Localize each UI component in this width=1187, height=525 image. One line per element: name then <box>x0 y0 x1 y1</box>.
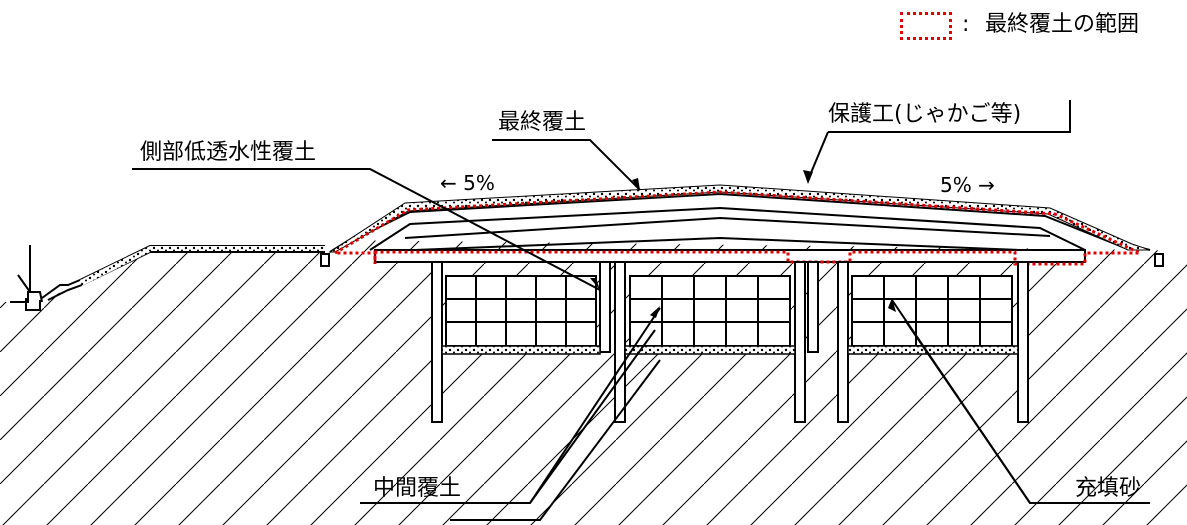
left-post <box>320 253 330 267</box>
final-cover-extent <box>329 190 1141 266</box>
slope-left: ← 5% <box>440 171 495 195</box>
leader-lines <box>132 100 1150 521</box>
arrowhead-mid <box>650 306 660 318</box>
bottom-slab-right <box>847 345 1019 355</box>
arrowhead-protect <box>803 170 813 184</box>
legend-swatch <box>900 12 952 40</box>
bottom-slab-left <box>441 345 601 355</box>
legend-label: 最終覆土の範囲 <box>985 12 1140 37</box>
storage-cells <box>431 261 1029 423</box>
label-protection: 保護工(じゃかご等) <box>828 102 1022 127</box>
label-intermediate-cover: 中間覆土 <box>373 476 462 501</box>
slope-right: 5% → <box>940 173 995 197</box>
arrowhead-final <box>632 178 640 190</box>
right-post <box>1154 253 1164 267</box>
label-filling-sand: 充填砂 <box>1075 476 1142 501</box>
arrowhead-side <box>590 278 600 290</box>
arrowhead-sand <box>888 298 896 312</box>
legend-separator: : <box>962 12 970 37</box>
label-side-cover: 側部低透水性覆土 <box>140 140 317 165</box>
left-terrain-protection <box>150 246 325 251</box>
cell-blocks <box>445 275 1013 347</box>
bottom-slab-mid <box>624 345 796 355</box>
label-final-cover: 最終覆土 <box>498 110 587 135</box>
left-slope-protection <box>80 246 150 286</box>
